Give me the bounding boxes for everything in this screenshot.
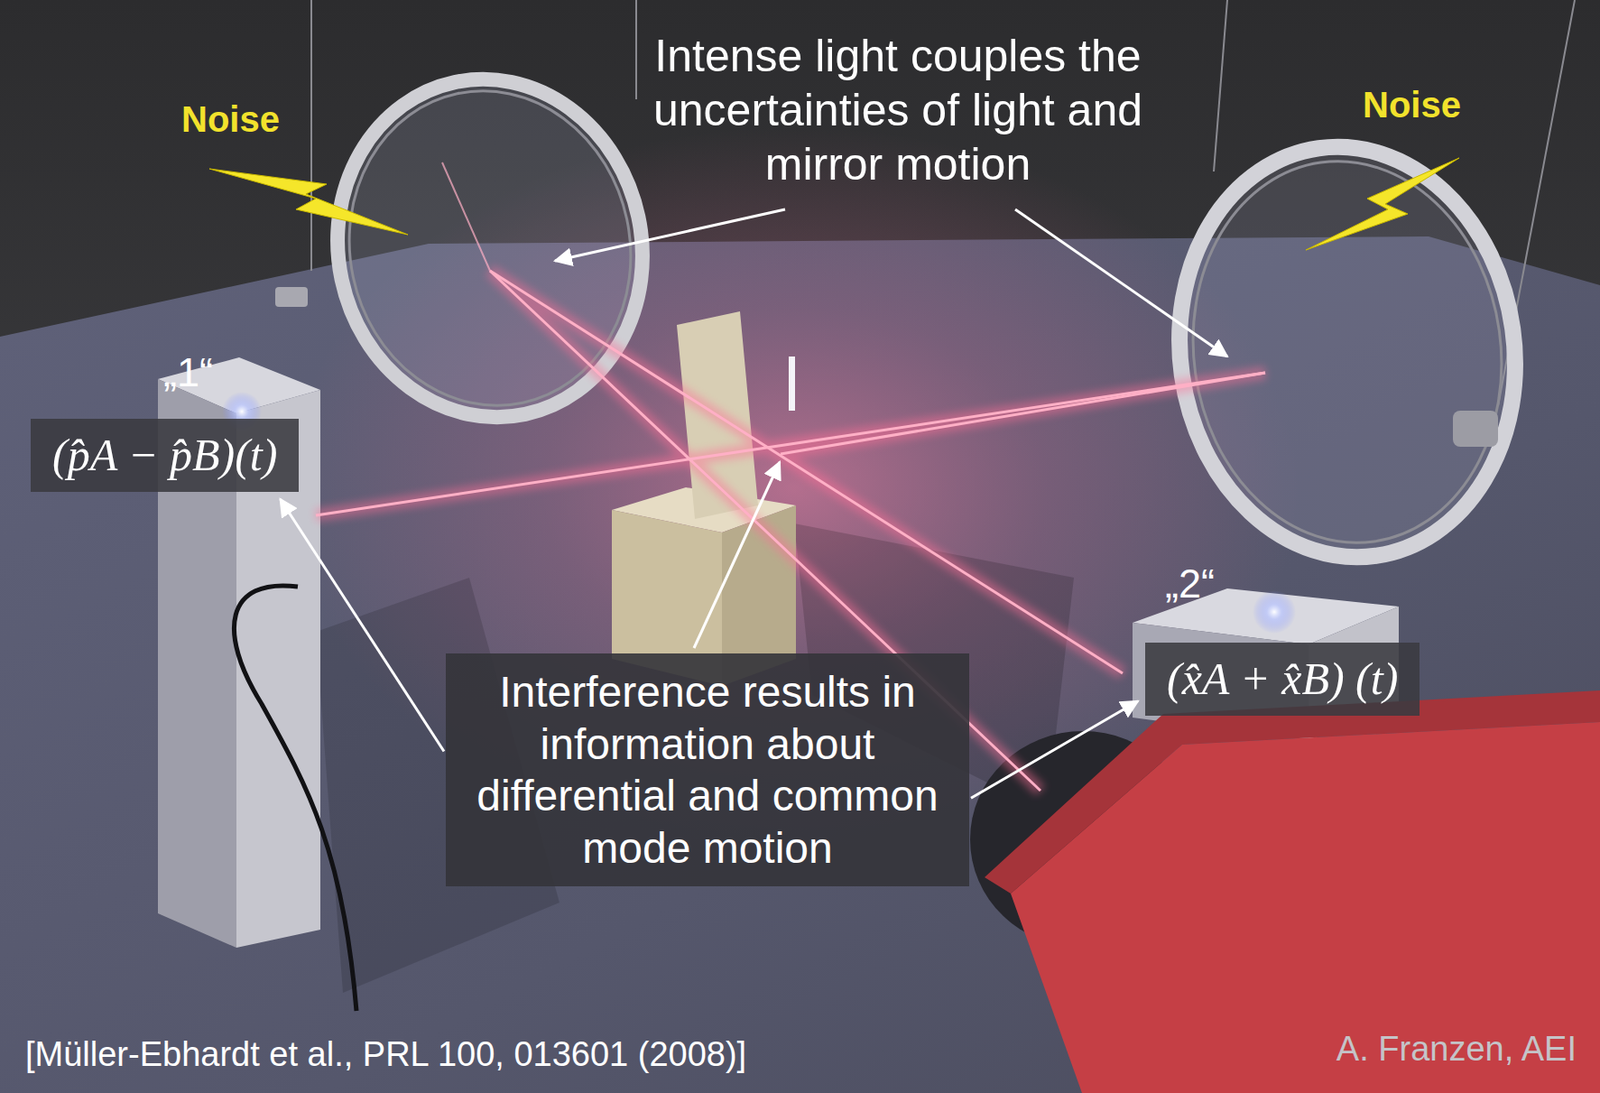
laser-beam [442, 162, 491, 271]
leader-arrow [693, 462, 780, 648]
suspension-wire [1213, 0, 1228, 172]
citation: [Müller-Ebhardt et al., PRL 100, 013601 … [25, 1034, 747, 1076]
beam-splitter [788, 356, 796, 411]
right-mirror [1153, 124, 1542, 579]
signal-box: „1“(p̂A − p̂B)(t) [30, 418, 299, 492]
leader-arrow [1015, 209, 1228, 357]
signal-box: „2“(x̂A + x̂B) (t) [1145, 642, 1420, 716]
red-block [1010, 721, 1600, 1093]
laser-beam [490, 270, 1123, 674]
leader-arrow [554, 209, 786, 261]
noise-label: Noise [181, 97, 280, 141]
noise-bolt [209, 168, 408, 235]
callout-number: „1“ [163, 348, 213, 398]
laser-beam [780, 372, 1266, 454]
laser-beam [780, 372, 1266, 454]
laser-beam [315, 372, 1266, 516]
annotation: Intense light couples the uncertainties … [627, 28, 1169, 192]
mirror-clamp [275, 286, 308, 307]
mirror-clamp [1452, 410, 1499, 447]
suspension-wire [310, 0, 313, 271]
callout-number: „2“ [1165, 559, 1215, 609]
signal-formula: (x̂A + x̂B) (t) [1166, 649, 1398, 709]
laser-beam [315, 372, 1266, 516]
mirror-rim [1153, 124, 1542, 579]
noise-bolt [1305, 157, 1460, 250]
watermark: A. Franzen, AEI [1336, 1028, 1577, 1071]
note-box: Interference results in information abou… [445, 653, 970, 887]
cable [233, 585, 357, 1011]
connector-arrow [971, 701, 1138, 798]
lamp-glow [1252, 590, 1296, 634]
connector-arrow [280, 499, 444, 752]
note-text: Interference results in information abou… [463, 665, 952, 874]
signal-formula: (p̂A − p̂B)(t) [52, 425, 278, 485]
noise-label: Noise [1362, 83, 1462, 127]
suspension-wire [635, 0, 638, 100]
